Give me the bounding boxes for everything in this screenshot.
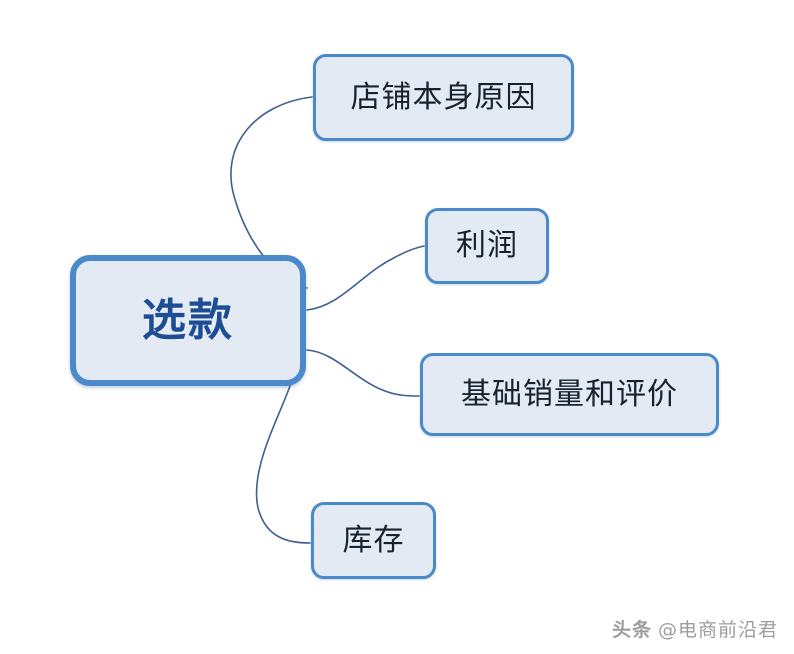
mindmap-branch-node-inventory[interactable]: 库存	[311, 502, 436, 579]
mindmap-branch-label: 利润	[456, 228, 518, 263]
mindmap-branch-node-store-reasons[interactable]: 店铺本身原因	[313, 54, 574, 141]
watermark-handle: @电商前沿君	[657, 619, 778, 641]
connector-root-to-sales	[306, 349, 420, 397]
mindmap-root-node[interactable]: 选款	[70, 255, 306, 386]
mindmap-branch-label: 库存	[342, 522, 405, 558]
connector-root-to-stock	[255, 385, 311, 544]
mindmap-branch-label: 基础销量和评价	[461, 376, 678, 412]
watermark-brand: 头条	[611, 619, 652, 641]
mindmap-branch-node-profit[interactable]: 利润	[425, 208, 549, 284]
mindmap-branch-node-sales-and-reviews[interactable]: 基础销量和评价	[420, 353, 719, 436]
watermark: 头条 @电商前沿君	[612, 615, 778, 642]
mindmap-root-label: 选款	[142, 294, 234, 346]
mindmap-branch-label: 店铺本身原因	[350, 79, 537, 115]
connector-root-to-profit	[306, 245, 425, 311]
